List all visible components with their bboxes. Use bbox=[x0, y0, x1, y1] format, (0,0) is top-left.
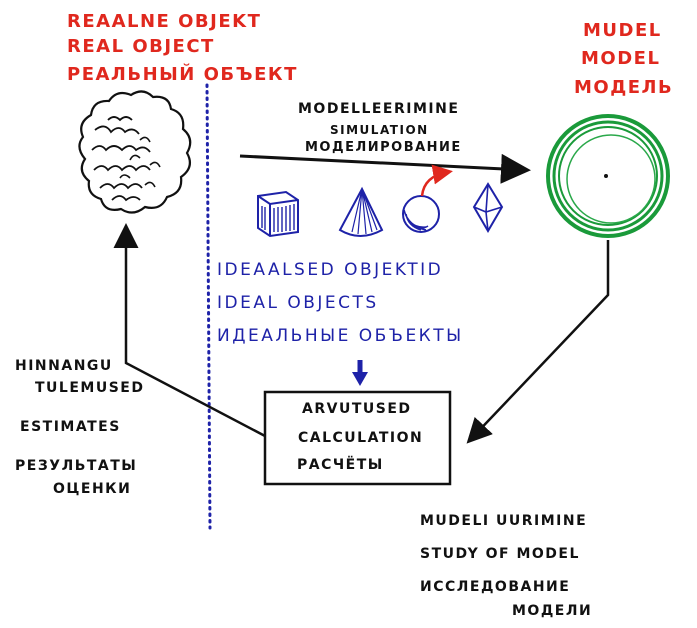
divider-line bbox=[205, 83, 212, 530]
estimates-label-ru-2: ОЦЕНКИ bbox=[53, 481, 132, 497]
model-label-ru: МОДЕЛЬ bbox=[574, 77, 674, 98]
estimates-label-et-1: HINNANGU bbox=[15, 358, 113, 374]
simulation-arrow bbox=[239, 153, 531, 184]
simulation-label-et: MODELLEERIMINE bbox=[298, 101, 460, 117]
estimates-label-en: ESTIMATES bbox=[20, 419, 121, 435]
simulation-label-ru: МОДЕЛИРОВАНИЕ bbox=[305, 140, 462, 155]
model-label-en: MODEL bbox=[581, 48, 661, 69]
cube-shape bbox=[257, 190, 299, 238]
ideal-objects-label-en: IDEAL OBJECTS bbox=[217, 293, 379, 313]
estimates-label-ru-1: РЕЗУЛЬТАТЫ bbox=[15, 458, 138, 474]
model-sphere bbox=[546, 114, 670, 238]
calculation-label-et: ARVUTUSED bbox=[302, 401, 412, 417]
simulation-label-en: SIMULATION bbox=[330, 123, 429, 137]
calc-to-real-arrow bbox=[113, 223, 266, 438]
calculation-label-ru: РАСЧЁТЫ bbox=[297, 457, 384, 473]
estimates-label-et-2: TULEMUSED bbox=[35, 380, 145, 396]
study-label-ru-2: МОДЕЛИ bbox=[512, 603, 593, 619]
study-label-ru-1: ИССЛЕДОВАНИЕ bbox=[420, 579, 571, 595]
model-to-calc-arrow bbox=[466, 240, 610, 444]
calculation-label-en: CALCULATION bbox=[298, 430, 424, 446]
real-object-label-en: REAL OBJECT bbox=[67, 36, 215, 57]
sphere-shape bbox=[402, 164, 453, 233]
study-label-et: MUDELI UURIMINE bbox=[420, 513, 588, 529]
ideal-objects-label-ru: ИДЕАЛЬНЫЕ ОБЪЕКТЫ bbox=[217, 326, 464, 346]
cone-shape bbox=[338, 186, 384, 237]
real-object-label-et: REAALNE OBJEKT bbox=[67, 11, 262, 32]
study-label-en: STUDY OF MODEL bbox=[420, 546, 580, 562]
ideal-objects-label-et: IDEAALSED OBJEKTID bbox=[217, 260, 444, 280]
model-label-et: MUDEL bbox=[583, 20, 662, 41]
real-object-label-ru: РЕАЛЬНЫЙ ОБЪЕКТ bbox=[67, 64, 298, 85]
real-object-blob bbox=[78, 90, 192, 214]
calculation-box bbox=[263, 390, 452, 486]
diamond-shape bbox=[472, 182, 504, 233]
